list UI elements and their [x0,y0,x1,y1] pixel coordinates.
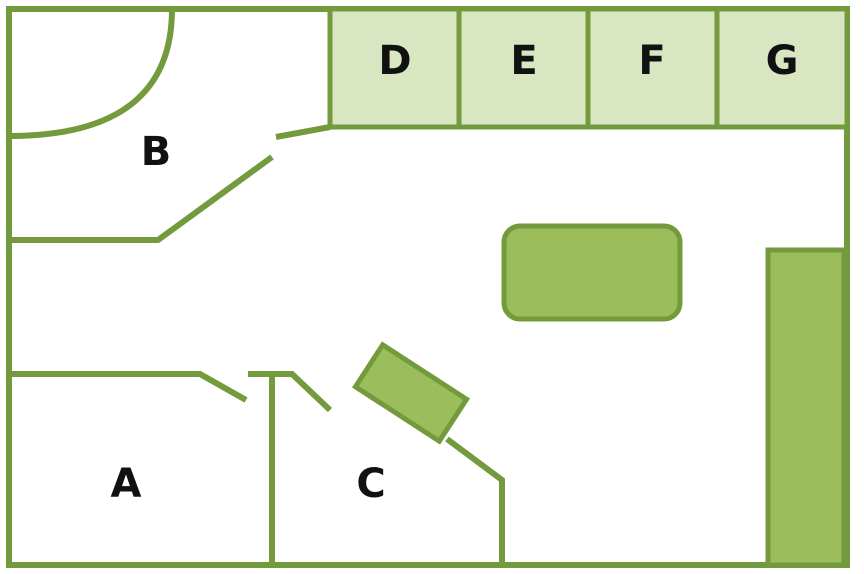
wall-shelf [765,247,847,568]
cell-e [456,6,591,130]
room-c-wall-top [248,371,333,413]
room-label-c: C [356,461,385,507]
cell-d [327,6,462,130]
cell-label-e: E [510,38,537,84]
room-label-b: B [141,129,172,175]
cell-label-g: G [766,38,799,84]
cell-g [714,6,850,130]
room-a-wall-top [9,371,248,403]
room-b-walls [8,8,331,243]
room-b-wall-upper [275,124,331,140]
table [501,223,683,322]
cell-row [327,6,850,130]
cell-label-d: D [378,38,411,84]
room-b-wall-lower [9,154,274,243]
room-label-a: A [111,461,142,507]
room-b-door-arc [8,8,175,139]
room-c-wall-right [445,436,505,565]
cell-label-f: F [638,38,665,84]
room-a-walls [9,371,248,403]
tilted-desk [351,341,471,445]
room-c-walls [248,371,505,565]
